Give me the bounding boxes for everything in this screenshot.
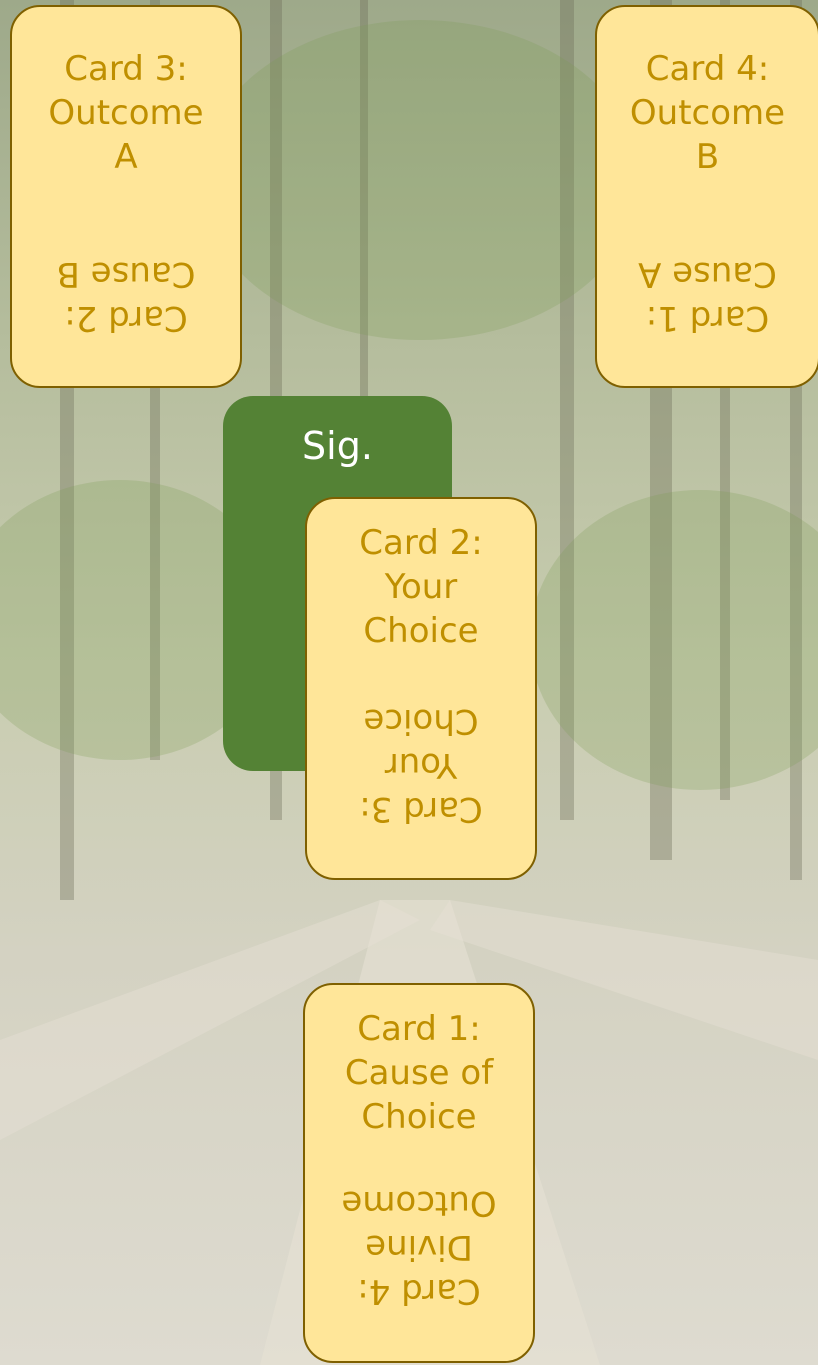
card-label-inverted: Outcome bbox=[341, 1183, 497, 1223]
card-label: Cause of bbox=[344, 1053, 494, 1093]
card-label-inverted: Cause B bbox=[56, 254, 196, 294]
card-label: Choice bbox=[361, 1097, 477, 1137]
card-label-inverted: Choice bbox=[363, 701, 479, 741]
card-label: Your bbox=[384, 567, 458, 607]
card-label-inverted: Cause A bbox=[638, 254, 777, 294]
card-label-inverted: Card 1: bbox=[645, 298, 770, 338]
card-label: Card 1: bbox=[357, 1009, 481, 1049]
card-label-inverted: Card 4: bbox=[357, 1271, 481, 1311]
card-label-inverted: Your bbox=[384, 745, 458, 785]
card-label: Card 2: bbox=[359, 523, 483, 563]
card-label: Outcome bbox=[48, 93, 204, 133]
card-label: A bbox=[114, 137, 138, 177]
card-center: Card 2: Your Choice Card 3: Your Choice bbox=[305, 497, 537, 880]
card-label-inverted: Card 2: bbox=[64, 298, 188, 338]
card-label: Choice bbox=[363, 611, 479, 651]
card-top-left: Card 3: Outcome A Card 2: Cause B bbox=[10, 5, 242, 388]
card-label-inverted: Card 3: bbox=[359, 789, 483, 829]
significator-label: Sig. bbox=[302, 424, 373, 468]
card-label: B bbox=[695, 137, 720, 177]
card-label: Card 3: bbox=[64, 49, 188, 89]
card-bottom: Card 1: Cause of Choice Card 4: Divine O… bbox=[303, 983, 535, 1363]
card-top-right: Card 4: Outcome B Card 1: Cause A bbox=[595, 5, 818, 388]
card-label: Card 4: bbox=[645, 49, 770, 89]
card-label: Outcome bbox=[629, 93, 786, 133]
card-label-inverted: Divine bbox=[365, 1227, 473, 1267]
